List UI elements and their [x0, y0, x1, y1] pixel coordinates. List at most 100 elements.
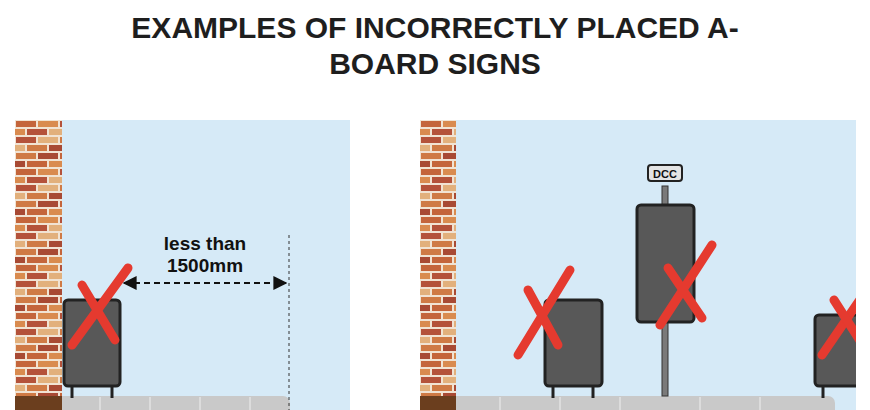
- brick: [443, 217, 456, 223]
- brick: [38, 249, 58, 255]
- brick: [38, 393, 58, 396]
- brick: [49, 241, 62, 247]
- brick: [27, 161, 47, 167]
- brick: [15, 305, 25, 311]
- pole-sign: [637, 205, 694, 322]
- brick: [421, 265, 441, 271]
- brick: [27, 337, 47, 343]
- brick: [15, 321, 25, 327]
- brick: [38, 217, 58, 223]
- brick: [432, 273, 452, 279]
- brick: [421, 361, 441, 367]
- brick: [60, 361, 62, 367]
- brick: [15, 241, 25, 247]
- brick: [60, 217, 62, 223]
- brick: [421, 313, 441, 319]
- brick: [454, 353, 456, 359]
- brick: [15, 209, 25, 215]
- pavement-joints: [100, 397, 250, 410]
- brick: [16, 281, 36, 287]
- brick: [38, 185, 58, 191]
- brick: [60, 345, 62, 351]
- brick: [421, 297, 441, 303]
- brick: [15, 369, 25, 375]
- brick: [49, 129, 62, 135]
- brick: [27, 353, 47, 359]
- brick: [454, 289, 456, 295]
- brick: [454, 257, 456, 263]
- brick: [49, 257, 62, 263]
- brick: [27, 385, 47, 391]
- brick: [16, 329, 36, 335]
- brick: [15, 193, 25, 199]
- brick: [38, 137, 58, 143]
- brick: [454, 129, 456, 135]
- brick: [443, 121, 456, 127]
- brick: [16, 249, 36, 255]
- brick: [16, 121, 36, 127]
- wall-base: [15, 396, 62, 410]
- brick: [420, 337, 430, 343]
- brick: [432, 305, 452, 311]
- brick: [49, 337, 62, 343]
- brick: [421, 217, 441, 223]
- brick: [60, 281, 62, 287]
- brick: [16, 377, 36, 383]
- brick: [60, 153, 62, 159]
- brick: [421, 329, 441, 335]
- brick: [27, 241, 47, 247]
- brick: [16, 265, 36, 271]
- brick: [420, 273, 430, 279]
- brick: [27, 209, 47, 215]
- brick: [420, 193, 430, 199]
- brick: [27, 289, 47, 295]
- brick: [38, 153, 58, 159]
- brick: [432, 193, 452, 199]
- brick: [443, 297, 456, 303]
- brick: [432, 385, 452, 391]
- brick: [421, 233, 441, 239]
- brick: [443, 329, 456, 335]
- brick: [16, 153, 36, 159]
- brick: [432, 161, 452, 167]
- brick: [421, 345, 441, 351]
- brick: [443, 153, 456, 159]
- brick: [420, 209, 430, 215]
- brick: [15, 177, 25, 183]
- brick: [420, 177, 430, 183]
- brick: [60, 377, 62, 383]
- brick: [49, 145, 62, 151]
- brick: [432, 257, 452, 263]
- brick: [27, 129, 47, 135]
- brick: [432, 321, 452, 327]
- brick: [49, 369, 62, 375]
- dimension-arrow: [124, 282, 286, 284]
- brick: [432, 225, 452, 231]
- brick: [421, 249, 441, 255]
- brick: [60, 329, 62, 335]
- brick: [454, 369, 456, 375]
- brick: [443, 265, 456, 271]
- brick: [432, 289, 452, 295]
- brick: [454, 273, 456, 279]
- brick: [38, 201, 58, 207]
- brick: [27, 177, 47, 183]
- dimension-limit: [289, 235, 290, 410]
- brick: [27, 225, 47, 231]
- red-cross: [72, 268, 128, 345]
- brick: [60, 185, 62, 191]
- brick: [16, 393, 36, 396]
- brick: [60, 121, 62, 127]
- brick: [443, 281, 456, 287]
- brick: [16, 297, 36, 303]
- dimension-label: less than 1500mm: [150, 233, 260, 277]
- brick: [420, 369, 430, 375]
- brick: [49, 289, 62, 295]
- brick: [443, 137, 456, 143]
- brick: [27, 305, 47, 311]
- brick: [60, 137, 62, 143]
- brick: [60, 313, 62, 319]
- brick: [454, 145, 456, 151]
- brick: [38, 313, 58, 319]
- brick: [16, 233, 36, 239]
